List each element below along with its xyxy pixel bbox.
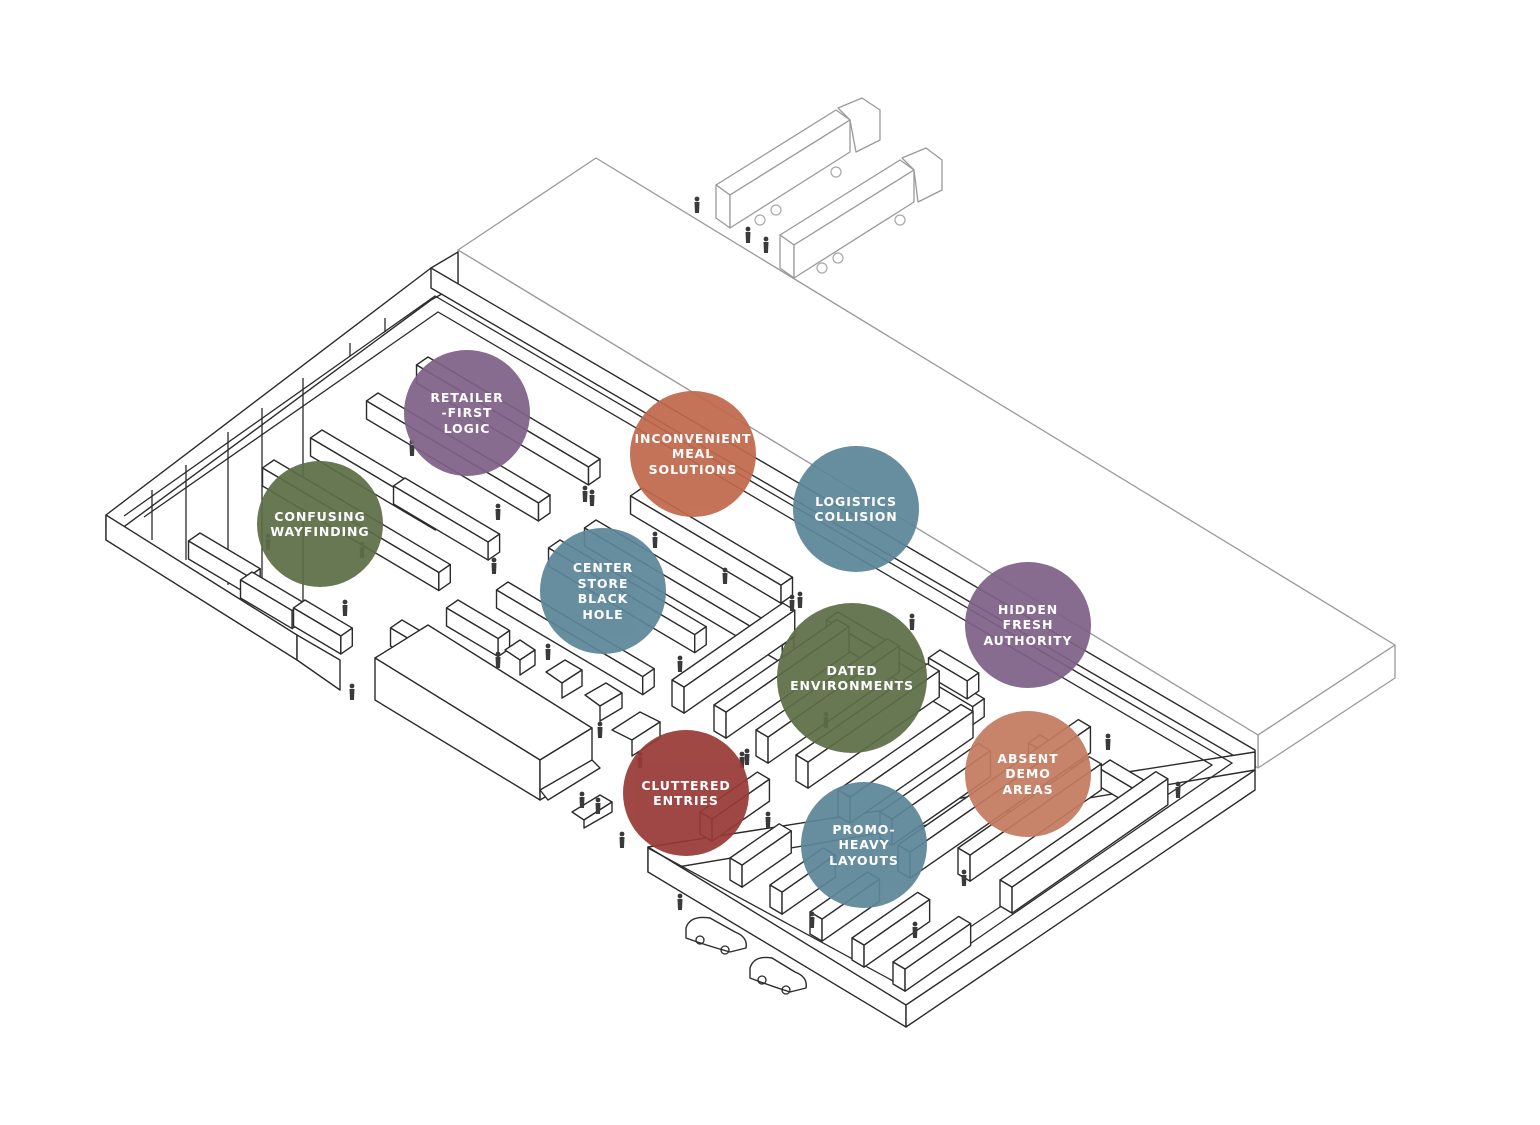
person-figure	[1105, 733, 1111, 750]
shelf-face	[587, 458, 601, 486]
bubble-center-store-black-hole: CENTER STORE BLACK HOLE	[540, 528, 666, 654]
shelf-face	[694, 626, 707, 654]
person-figure	[677, 893, 683, 910]
person-figure	[909, 613, 915, 630]
person-figure	[491, 557, 497, 574]
person-figure	[342, 599, 348, 616]
delivery-trucks	[715, 97, 943, 279]
bubble-confusing-wayfinding: CONFUSING WAYFINDING	[257, 461, 383, 587]
bubble-cluttered-entries: CLUTTERED ENTRIES	[623, 730, 749, 856]
shelf-face	[741, 830, 792, 888]
person-figure	[1175, 781, 1181, 798]
person-figure	[495, 651, 501, 668]
person-figure	[809, 911, 815, 928]
shelf-face	[966, 672, 980, 700]
person-figure	[763, 236, 769, 253]
person-figure	[765, 811, 771, 828]
shelf-face	[438, 563, 451, 592]
person-figure	[744, 748, 750, 765]
person-figure	[694, 196, 700, 213]
shelf-face	[863, 898, 931, 968]
person-figure	[745, 226, 751, 243]
person-figure	[597, 721, 603, 738]
person-figure	[349, 683, 355, 700]
bubble-retailer-first-logic: RETAILER -FIRST LOGIC	[404, 350, 530, 476]
person-figure	[912, 921, 918, 938]
person-figure	[595, 797, 601, 814]
person-figure	[579, 791, 585, 808]
shelf-face	[904, 922, 972, 992]
person-figure	[582, 485, 588, 502]
parked-cars	[685, 916, 807, 995]
bubble-hidden-fresh-authority: HIDDEN FRESH AUTHORITY	[965, 562, 1091, 688]
person-figure	[961, 869, 967, 886]
service-counter-block	[374, 624, 601, 801]
person-figure	[797, 591, 803, 608]
entrance-fixtures	[504, 639, 661, 829]
person-figure	[677, 655, 683, 672]
bubble-logistics-collision: LOGISTICS COLLISION	[793, 446, 919, 572]
person-figure	[722, 567, 728, 584]
person-figure	[589, 489, 595, 506]
bubble-inconvenient-meal-solutions: INCONVENIENT MEAL SOLUTIONS	[630, 391, 756, 517]
person-figure	[619, 831, 625, 848]
bubble-absent-demo-areas: ABSENT DEMO AREAS	[965, 711, 1091, 837]
shelf-face	[642, 668, 655, 696]
shelf-face	[340, 627, 353, 655]
bubble-promo-heavy-layouts: PROMO-HEAVY LAYOUTS	[801, 782, 927, 908]
bubble-dated-environments: DATED ENVIRONMENTS	[777, 603, 927, 753]
person-figure	[495, 503, 501, 520]
shelf-face	[1011, 778, 1169, 914]
shelf-face	[487, 533, 501, 561]
person-figure	[789, 594, 795, 611]
shelf-face	[537, 494, 551, 522]
person-figure	[652, 531, 658, 548]
person-figure	[545, 643, 551, 660]
